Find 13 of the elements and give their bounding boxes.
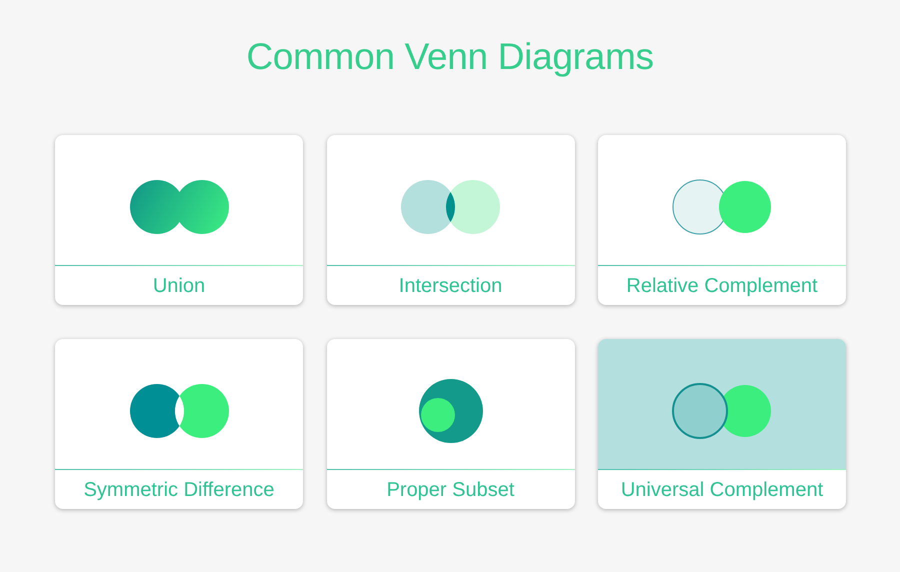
card-label: Intersection [398,274,502,298]
venn-card [55,135,303,305]
card-label: Universal Complement [620,478,824,502]
diagram-title: Common Venn Diagrams [246,35,654,79]
card-label: Symmetric Difference [84,478,274,502]
venn-card [598,135,846,305]
card-label: Proper Subset [386,478,514,502]
venn-card [55,339,303,509]
venn-card [598,339,846,509]
card-label: Union [152,274,206,298]
venn-card [326,339,574,509]
venn-card [326,135,574,305]
card-label: Relative Complement [626,274,818,298]
